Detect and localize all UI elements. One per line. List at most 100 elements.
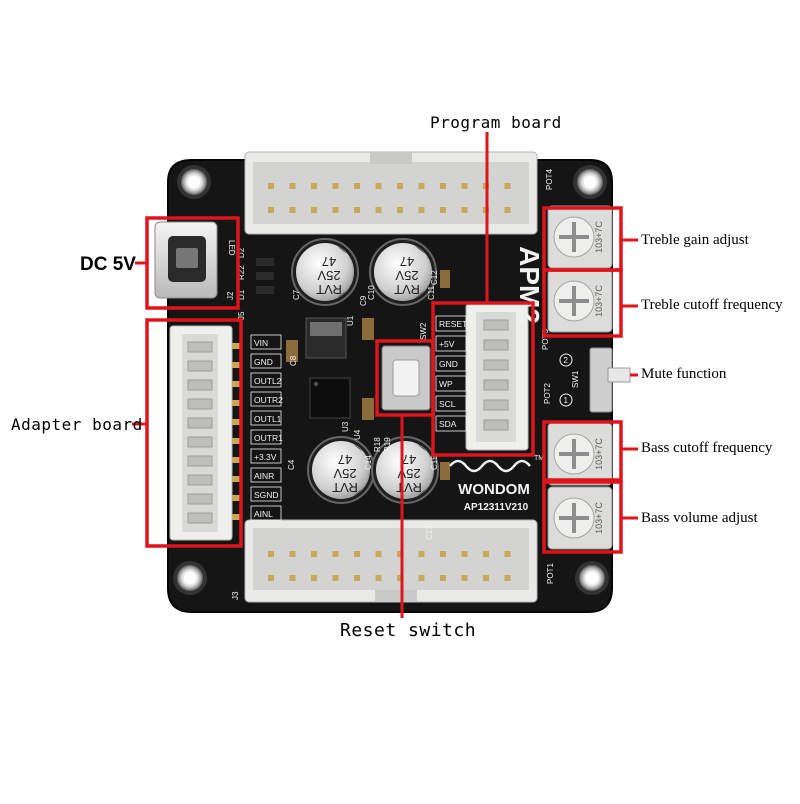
- left-pin-label-box: [250, 391, 282, 407]
- header-pin: [354, 551, 360, 557]
- right-pin-label-box: [435, 315, 467, 332]
- header-pin: [332, 183, 339, 189]
- silk-ref-pot2: POT2: [543, 383, 552, 404]
- left-jst-slot: [187, 417, 213, 429]
- header-pin: [397, 207, 403, 213]
- header-pin: [268, 183, 274, 189]
- silk-ref-d2: D2: [237, 247, 246, 258]
- left-jst-pin: [232, 381, 242, 387]
- left-jst-pin: [232, 419, 242, 425]
- label-program-board: Program board: [430, 113, 562, 132]
- header-pin: [268, 575, 274, 581]
- left-pin-label-box: [250, 410, 282, 426]
- right-jst-connector: [465, 303, 529, 451]
- header-pin: [311, 575, 317, 581]
- box-reset-switch: [375, 339, 435, 417]
- left-jst-slot: [187, 474, 213, 486]
- left-jst-slot: [187, 512, 213, 524]
- usb-ref-label: J2: [226, 291, 235, 300]
- header-pin: [483, 551, 489, 557]
- header-pin: [397, 551, 403, 557]
- box-bass-cutoff: [542, 420, 623, 482]
- silk-ref-r19: R19: [383, 437, 392, 452]
- right-pin-label-box: [435, 395, 467, 412]
- left-jst-slot: [187, 341, 213, 353]
- silk-ref-c14: C14: [364, 455, 373, 470]
- silk-ref-j3: J3: [231, 591, 240, 600]
- board-model-label: APM2: [514, 246, 545, 324]
- header-pin: [397, 575, 403, 581]
- left-jst-pin: [232, 400, 242, 406]
- left-pin-label-box: [250, 486, 282, 502]
- capacitor-marking: 47: [322, 254, 336, 269]
- right-pin-label: SCL: [439, 399, 456, 409]
- silk-ref-pot4: POT4: [545, 169, 554, 190]
- left-pin-label: GND: [254, 357, 273, 367]
- label-reset-switch: Reset switch: [340, 620, 477, 641]
- header-pin: [440, 207, 446, 213]
- capacitor-marking: 47: [400, 254, 414, 269]
- header-pin: [332, 551, 339, 557]
- trademark-mark: TM: [534, 455, 544, 462]
- mute-slide-switch: [589, 347, 631, 413]
- usb-led-label: LED: [227, 240, 236, 256]
- header-pin: [461, 183, 468, 189]
- left-jst-pin: [232, 438, 242, 444]
- capacitor-marking: 25V: [395, 268, 418, 283]
- left-pin-label-box: [250, 353, 282, 369]
- left-jst-pin: [232, 514, 242, 520]
- left-pin-label-box: [250, 429, 282, 445]
- left-pin-label: OUTL2: [254, 376, 282, 386]
- header-pin: [289, 551, 296, 557]
- left-jst-pin: [232, 362, 242, 368]
- left-jst-slot: [187, 379, 213, 391]
- header-pin: [397, 183, 403, 189]
- header-pin: [504, 183, 511, 189]
- left-pin-labels: VINGNDOUTL2OUTR2OUTL1OUTR1+3.3VAINRSGNDA…: [250, 334, 283, 521]
- potentiometer: 103+7C: [547, 422, 613, 486]
- header-pin: [354, 183, 360, 189]
- label-adapter-board: Adapter board: [11, 415, 143, 434]
- right-jst-slot: [483, 399, 509, 411]
- right-pin-label: RESET: [439, 319, 467, 329]
- silk-ref-u3: U3: [341, 421, 350, 432]
- silk-ref-c8: C8: [289, 355, 298, 366]
- left-pin-label: OUTR2: [254, 395, 283, 405]
- pot-marker-number: 1: [564, 396, 569, 405]
- silk-ref-c9: C9: [359, 295, 368, 306]
- left-pin-label: AINR: [254, 471, 274, 481]
- left-pin-label: SGND: [254, 490, 279, 500]
- capacitor-marking: RVT: [394, 282, 420, 297]
- left-jst-pin: [232, 457, 242, 463]
- left-jst-slot: [187, 398, 213, 410]
- silk-ref-c10: C10: [367, 285, 376, 300]
- left-jst-slot: [187, 493, 213, 505]
- silk-ref-d1: D1: [237, 289, 246, 300]
- left-jst-pin: [232, 495, 242, 501]
- pot-slot: [559, 299, 589, 303]
- header-pin: [311, 183, 317, 189]
- right-jst-slot: [483, 339, 509, 351]
- left-jst-connector: [169, 325, 242, 541]
- label-mute-function: Mute function: [641, 366, 727, 382]
- silk-ref-c11: C11: [427, 285, 436, 300]
- header-pin: [504, 551, 511, 557]
- header-pin: [504, 207, 511, 213]
- left-jst-pin: [232, 476, 242, 482]
- header-pin: [418, 183, 425, 189]
- smd-parts: [256, 258, 450, 480]
- capacitor-marking: RVT: [316, 282, 342, 297]
- left-pin-label: OUTR1: [254, 433, 283, 443]
- header-pin: [289, 207, 296, 213]
- header-pin: [440, 551, 446, 557]
- silk-ref-r18: R18: [373, 437, 382, 452]
- right-pin-label-box: [435, 335, 467, 352]
- header-pin: [311, 551, 317, 557]
- header-pin: [440, 183, 446, 189]
